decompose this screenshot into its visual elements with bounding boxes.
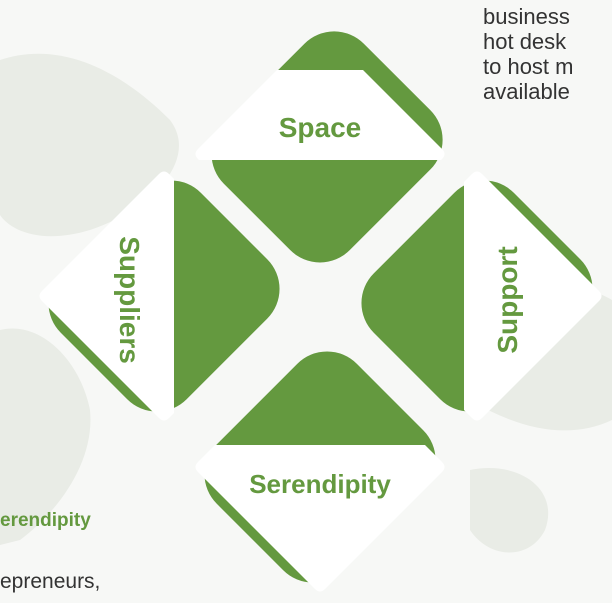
right-paragraph: business hot desk to host m available	[483, 4, 573, 104]
left-heading: erendipity	[0, 510, 91, 531]
diamond-space: Space	[195, 31, 445, 263]
left-line: epreneurs,	[0, 570, 101, 593]
right-line: hot desk	[483, 29, 567, 54]
label-space: Space	[279, 112, 362, 143]
right-line: business	[483, 4, 570, 29]
right-line: to host m	[483, 54, 574, 79]
label-serendipity: Serendipity	[249, 469, 391, 499]
label-support: Support	[492, 246, 523, 353]
right-line: available	[483, 79, 570, 104]
label-suppliers: Suppliers	[114, 236, 145, 364]
